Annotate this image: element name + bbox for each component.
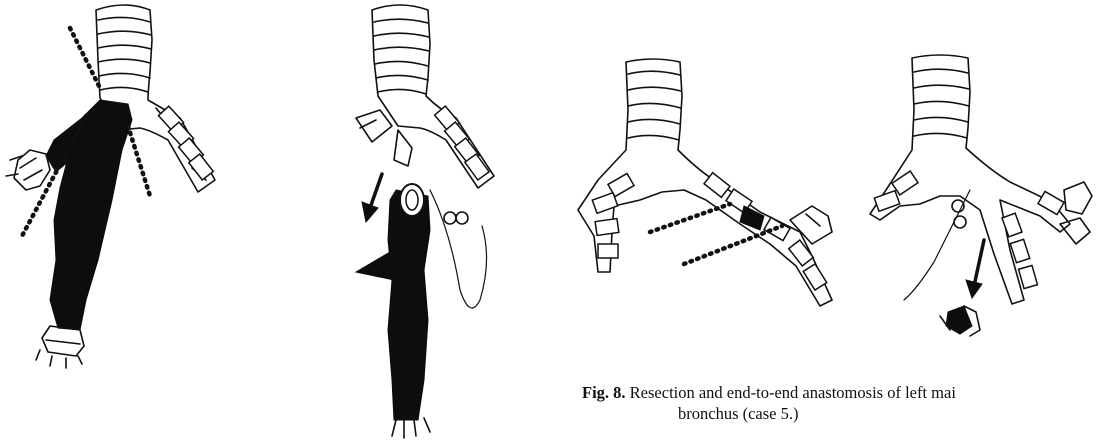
panel-4-lung-outline — [904, 190, 970, 300]
figure-caption: Fig. 8. Resection and end-to-end anastom… — [582, 382, 1100, 424]
panel-4-removed-segment — [940, 306, 980, 336]
caption-text-line-2: bronchus (case 5.) — [582, 403, 1100, 424]
panel-4-down-arrow — [966, 240, 984, 298]
panel-4-trachea — [870, 55, 1092, 304]
caption-text-line-1: Resection and end-to-end anastomosis of … — [630, 383, 956, 402]
figure-label: Fig. 8. — [582, 383, 626, 402]
